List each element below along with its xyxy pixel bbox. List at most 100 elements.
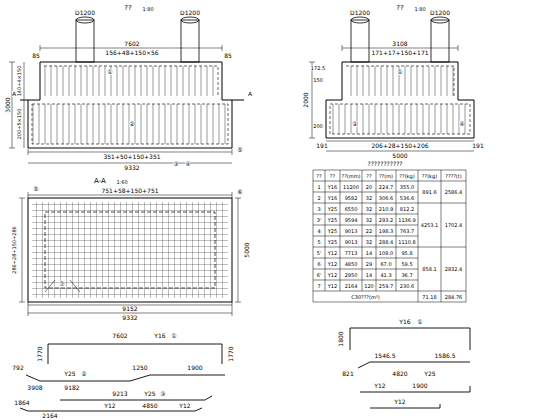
drawing-label: D1200 [75, 10, 95, 16]
drawing-label: 1250 [132, 365, 147, 371]
table-rule [466, 170, 467, 302]
drawing-label: 67.0 [380, 261, 391, 266]
drawing-label: 821 [342, 371, 353, 377]
drawing-label: 306.6 [379, 195, 393, 200]
drawing-label: ① [397, 69, 402, 75]
table-rule [313, 258, 418, 259]
drawing-label: 29 [366, 261, 372, 266]
drawing-label: ??(kg) [399, 173, 414, 178]
drawing-label: 22 [366, 228, 372, 233]
drawing-label: Y12 [328, 250, 337, 255]
drawing-label: Y12 [328, 272, 337, 277]
drawing-label: Y12 [179, 403, 190, 409]
drawing-label: 4850 [142, 403, 157, 409]
drawing-label: 156+48+150×56 [105, 50, 158, 56]
table-rule [313, 269, 418, 270]
drawing-label: 41.3 [380, 272, 391, 277]
drawing-label: 172.5 [311, 66, 325, 71]
drawing-label: 2832.4 [445, 267, 463, 272]
table-rule [313, 170, 466, 171]
drawing-label: 7713 [345, 250, 358, 255]
table-rule [313, 236, 418, 237]
drawing-label: 1136.9 [398, 217, 416, 222]
drawing-label: 4 [317, 228, 320, 233]
drawing-label: Y25 [328, 206, 337, 211]
drawing-label: 1900 [412, 383, 427, 389]
cap-outline [28, 198, 232, 302]
drawing-label: 1:60 [116, 180, 127, 185]
table-rule [418, 203, 466, 204]
drawing-label: C30???(m³) [351, 294, 380, 299]
drawing-label: ?? [330, 173, 335, 178]
table-rule [313, 181, 466, 182]
drawing-label: 108.0 [379, 250, 393, 255]
drawing-label: ⑥ [237, 189, 242, 195]
drawing-label: ① [107, 69, 112, 75]
table-rule [418, 247, 466, 248]
drawing-label: 351+50+150+351 [103, 154, 160, 160]
drawing-label: 4253.1 [421, 223, 439, 228]
drawing-label: 2950 [345, 272, 358, 277]
drawing-label: 891.6 [422, 190, 436, 195]
drawing-label: 1770 [37, 346, 43, 361]
drawing-label: 7602 [112, 333, 127, 339]
drawing-label: 120 [364, 283, 374, 288]
drawing-label: 5000 [392, 153, 407, 159]
drawing-label: Y25 [64, 371, 75, 377]
drawing-label: 259.7 [379, 283, 393, 288]
drawing-label: A [12, 91, 16, 97]
drawing-label: 293.2 [379, 217, 393, 222]
drawing-label: 200+5×150 [17, 109, 22, 140]
drawing-label: 191 [316, 143, 327, 149]
drawing-label: ?? [396, 5, 403, 12]
drawing-label: 198.3 [379, 228, 393, 233]
drawing-label: 4850 [345, 261, 358, 266]
drawing-label: Y16 [154, 333, 165, 339]
drawing-label: D1200 [350, 10, 370, 16]
drawing-label: ??????????? [367, 161, 402, 167]
drawing-label: 2164 [345, 283, 358, 288]
drawing-label: 2586.4 [445, 190, 463, 195]
right-elevation [309, 17, 474, 151]
drawing-label: Y25 [424, 371, 435, 377]
drawing-label: Y25 [328, 228, 337, 233]
drawing-label: 9594 [345, 217, 358, 222]
drawing-label: 812.2 [400, 206, 414, 211]
table-rule [362, 170, 363, 291]
drawing-label: 3' [317, 217, 322, 222]
drawing-label: ② [81, 371, 86, 377]
drawing-label: 858.1 [422, 267, 436, 272]
drawing-label: 5 [317, 239, 320, 244]
drawing-label: 191 [472, 143, 483, 149]
drawing-label: Y12 [374, 383, 385, 389]
drawing-label: 3108 [392, 41, 407, 47]
drawing-label: 5000 [244, 242, 250, 257]
drawing-label: D1200 [430, 10, 450, 16]
drawing-label: 36.7 [401, 272, 412, 277]
drawing-label: 3000 [5, 97, 11, 112]
drawing-label: ?? [366, 173, 371, 178]
drawing-label: 200 [313, 124, 323, 129]
drawing-label: Y25 [328, 239, 337, 244]
drawing-label: 1702.4 [445, 223, 463, 228]
pile [181, 20, 199, 62]
table-rule [376, 170, 377, 291]
drawing-label: 71.18 [422, 294, 436, 299]
drawing-label: ① [171, 333, 176, 339]
drawing-label: 32 [366, 195, 372, 200]
drawing-label: 2164 [42, 413, 57, 419]
pile-cap [28, 62, 232, 148]
drawing-label: ??(mm) [342, 173, 361, 178]
drawing-label: Y12 [328, 283, 337, 288]
drawing-label: 9152 [122, 306, 137, 312]
drawing-label: 4820 [392, 371, 407, 377]
drawing-label: 355.0 [400, 184, 414, 189]
bar-shapes [20, 328, 470, 411]
drawing-label: 150 [313, 78, 323, 83]
drawing-label: A-A [94, 178, 106, 185]
drawing-label: 9182 [64, 385, 79, 391]
drawing-label: A [248, 91, 252, 97]
drawing-label: 9213 [112, 391, 127, 397]
